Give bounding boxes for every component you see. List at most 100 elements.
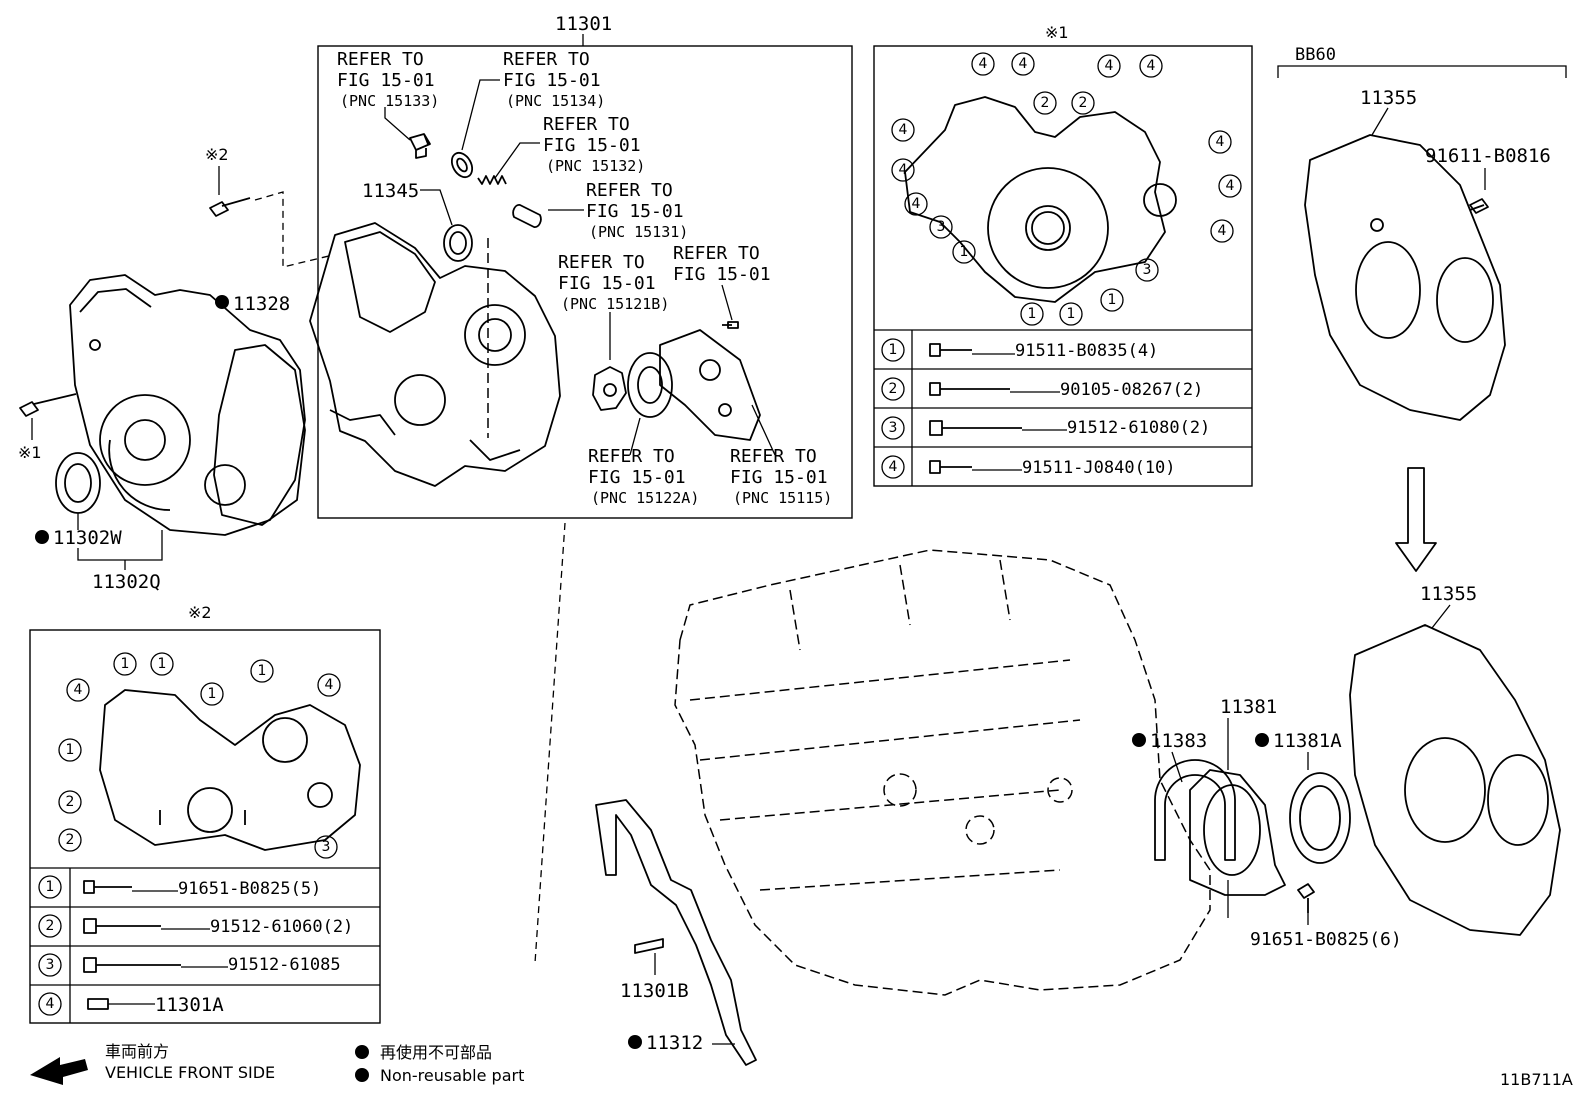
- svg-text:2: 2: [889, 381, 898, 397]
- label-11355-top: 11355: [1360, 87, 1417, 109]
- svg-text:1: 1: [960, 244, 969, 260]
- svg-text:91651-B0825(5): 91651-B0825(5): [178, 879, 321, 899]
- label-11355-bottom: 11355: [1420, 583, 1477, 605]
- svg-text:4: 4: [74, 682, 83, 698]
- svg-text:1: 1: [46, 879, 55, 895]
- bolt-91611-icon: [1469, 198, 1489, 214]
- svg-text:REFER TO: REFER TO: [503, 49, 590, 70]
- spring-15132-icon: [477, 175, 507, 185]
- label-11312: 11312: [646, 1032, 703, 1054]
- svg-text:REFER TO: REFER TO: [673, 243, 760, 264]
- mark-1-top: ※1: [1045, 23, 1069, 42]
- label-11301b: 11301B: [620, 980, 689, 1002]
- front-cover-11302q-icon: [69, 274, 306, 536]
- svg-text:1: 1: [258, 663, 267, 679]
- svg-text:2: 2: [66, 794, 75, 810]
- svg-text:91511-B0835(4): 91511-B0835(4): [1015, 341, 1158, 361]
- label-11328: 11328: [233, 293, 290, 315]
- rear-seal-gasket-icon: [1154, 759, 1236, 861]
- mark-1-left: ※1: [18, 443, 42, 462]
- valve-15131-icon: [512, 204, 542, 228]
- oil-pan-gasket-11312-icon: [595, 799, 757, 1066]
- svg-text:1: 1: [1028, 306, 1037, 322]
- svg-text:4: 4: [1147, 58, 1156, 74]
- small-bolt-icon: [722, 321, 739, 329]
- legend-dot-jp: [355, 1045, 369, 1059]
- svg-text:91512-61060(2): 91512-61060(2): [210, 917, 353, 937]
- assembly-box-11301: [317, 45, 853, 519]
- svg-text:FIG 15-01: FIG 15-01: [503, 70, 601, 91]
- svg-text:4: 4: [1216, 134, 1225, 150]
- end-plate-11355-top-icon: [1304, 134, 1506, 421]
- svg-text:1: 1: [121, 656, 130, 672]
- svg-text:(PNC 15131): (PNC 15131): [589, 223, 688, 241]
- bolt-91651-icon: [1297, 883, 1315, 913]
- svg-text:4: 4: [979, 56, 988, 72]
- table-mark1: 1 91511-B0835(4) 2 90105-08267(2) 3 9151…: [881, 338, 1210, 479]
- stud-11301b-icon: [634, 938, 664, 954]
- svg-text:1: 1: [158, 656, 167, 672]
- svg-text:(PNC 15133): (PNC 15133): [340, 92, 439, 110]
- bolt-mark1-icon: [19, 393, 77, 417]
- svg-text:3: 3: [889, 420, 898, 436]
- legend-nonreuse-jp: 再使用不可部品: [380, 1043, 492, 1062]
- oil-seal-11302w-icon: [55, 452, 101, 514]
- mark-2-box: ※2: [188, 603, 212, 622]
- oil-seal-11381a-icon: [1289, 772, 1351, 864]
- svg-text:3: 3: [937, 219, 946, 235]
- nonreusable-dot-11381a: [1255, 733, 1269, 747]
- label-11302w: 11302W: [53, 527, 122, 549]
- svg-text:4: 4: [325, 677, 334, 693]
- arrow-down-icon: [1395, 467, 1437, 572]
- svg-text:(PNC 15134): (PNC 15134): [506, 92, 605, 110]
- svg-text:REFER TO: REFER TO: [337, 49, 424, 70]
- bolt-mark2-icon: [209, 197, 251, 217]
- svg-text:91511-J0840(10): 91511-J0840(10): [1022, 458, 1176, 478]
- svg-text:3: 3: [322, 839, 331, 855]
- svg-text:REFER TO: REFER TO: [586, 180, 673, 201]
- svg-text:(PNC 15115): (PNC 15115): [733, 489, 832, 507]
- end-plate-11355-bottom-icon: [1349, 624, 1561, 936]
- svg-text:4: 4: [899, 162, 908, 178]
- svg-text:11301A: 11301A: [155, 994, 224, 1016]
- refer-note-15134: REFER TO FIG 15-01 (PNC 15134): [503, 49, 605, 110]
- cover-outline-mark1-icon: [904, 96, 1177, 303]
- label-11381a: 11381A: [1273, 730, 1342, 752]
- nonreusable-dot-11312: [628, 1035, 642, 1049]
- svg-text:4: 4: [1105, 58, 1114, 74]
- svg-text:4: 4: [899, 122, 908, 138]
- refer-note-15133: REFER TO FIG 15-01 (PNC 15133): [337, 49, 439, 110]
- label-11302q: 11302Q: [92, 571, 161, 593]
- svg-text:REFER TO: REFER TO: [730, 446, 817, 467]
- svg-text:4: 4: [1218, 223, 1227, 239]
- refer-note-15115: REFER TO FIG 15-01 (PNC 15115): [730, 446, 832, 507]
- svg-text:FIG 15-01: FIG 15-01: [673, 264, 771, 285]
- svg-text:4: 4: [46, 996, 55, 1012]
- oil-pump-rotor-icon: [627, 352, 673, 418]
- label-11383: 11383: [1150, 730, 1207, 752]
- gasket-11328-icon: [213, 344, 306, 526]
- svg-text:FIG 15-01: FIG 15-01: [543, 135, 641, 156]
- nonreusable-dot-11383: [1132, 733, 1146, 747]
- svg-text:4: 4: [889, 459, 898, 475]
- bb60-label: BB60: [1295, 45, 1336, 65]
- svg-text:4: 4: [1019, 56, 1028, 72]
- detail-box-mark2: [29, 629, 381, 1024]
- svg-text:FIG 15-01: FIG 15-01: [588, 467, 686, 488]
- svg-text:91512-61085: 91512-61085: [228, 955, 341, 975]
- svg-text:REFER TO: REFER TO: [543, 114, 630, 135]
- svg-text:91512-61080(2): 91512-61080(2): [1067, 418, 1210, 438]
- legend-nonreuse-en: Non-reusable part: [380, 1066, 524, 1085]
- detail-box-mark1: [873, 45, 1253, 487]
- seal-11345-icon: [443, 224, 473, 262]
- rear-seal-retainer-icon: [1189, 769, 1286, 918]
- plug-15133-icon: [409, 133, 431, 159]
- ring-15134-icon: [450, 151, 474, 179]
- svg-text:(PNC 15121B): (PNC 15121B): [561, 295, 669, 313]
- svg-text:1: 1: [889, 342, 898, 358]
- cover-outline-mark2-icon: [99, 689, 361, 851]
- refer-note-15132: REFER TO FIG 15-01 (PNC 15132): [543, 114, 645, 175]
- svg-text:1: 1: [1108, 292, 1117, 308]
- svg-text:2: 2: [1079, 95, 1088, 111]
